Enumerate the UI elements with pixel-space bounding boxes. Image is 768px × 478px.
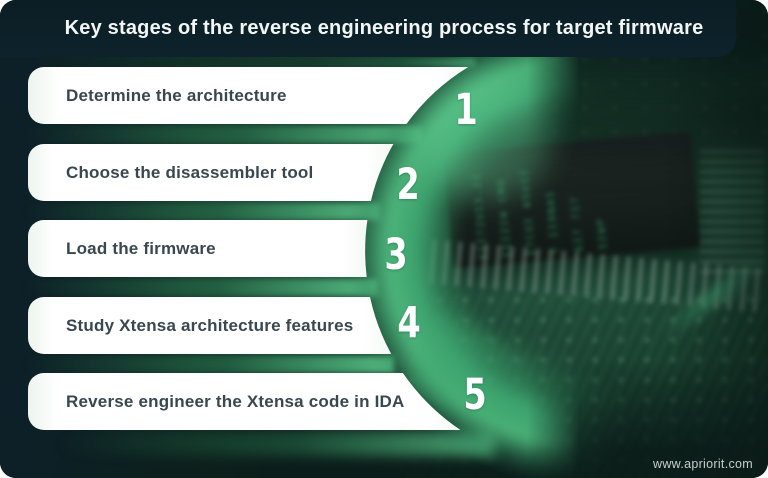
stage-label: Choose the disassembler tool <box>66 162 314 182</box>
green-streak <box>24 126 422 143</box>
stage-bar-1: Determine the architecture <box>28 67 472 124</box>
stage-label: Load the firmware <box>66 238 216 258</box>
stage-label: Study Xtensa architecture features <box>66 315 354 335</box>
stage-number-2: 2 <box>396 160 420 210</box>
stage-number-5: 5 <box>463 370 487 420</box>
green-streak <box>310 58 475 67</box>
stage-bar-5: Reverse engineer the Xtensa code in IDA <box>28 373 464 430</box>
stage-label: Determine the architecture <box>66 85 287 105</box>
title-band <box>0 0 736 57</box>
stage-number-1: 1 <box>454 85 478 135</box>
green-streak <box>24 356 394 373</box>
green-streak <box>24 279 378 296</box>
stage-number-4: 4 <box>397 298 421 348</box>
stage-bar-3: Load the firmware <box>28 220 370 277</box>
website-url: www.apriorit.com <box>653 457 753 471</box>
green-streak <box>24 203 380 220</box>
stage-number-3: 3 <box>384 230 408 280</box>
page-title: Key stages of the reverse engineering pr… <box>64 17 704 39</box>
stage-label: Reverse engineer the Xtensa code in IDA <box>66 391 405 411</box>
green-streak <box>55 432 495 456</box>
stage-bar-2: Choose the disassembler tool <box>28 144 396 201</box>
stage-bar-4: Study Xtensa architecture features <box>28 297 394 354</box>
